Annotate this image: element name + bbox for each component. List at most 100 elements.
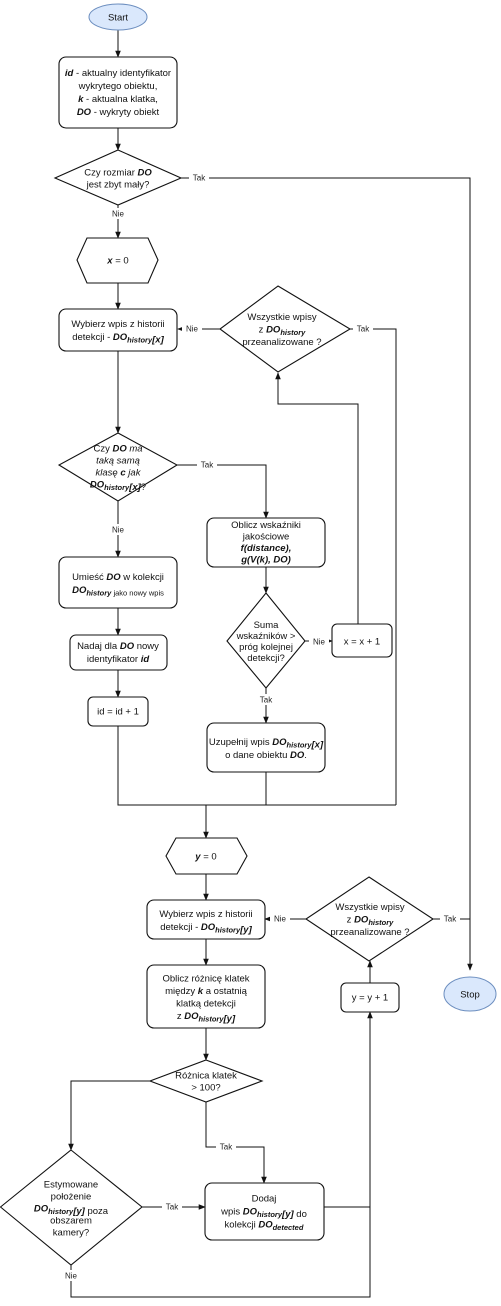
text-segment: DO — [266, 324, 281, 335]
text-line: g(V(k), DO) — [240, 555, 291, 566]
y-inc-text: y = y + 1 — [352, 992, 388, 1003]
text-segment: Wszystkie wpisy — [247, 312, 316, 323]
text-line: DOhistory[x]? — [90, 479, 146, 493]
outside-decision — [0, 1149, 143, 1266]
text-line: identyfikator id — [87, 654, 150, 665]
text-segment: - wykryty obiekt — [91, 107, 159, 118]
text-segment: DO — [243, 1206, 258, 1217]
label-all2-yes: Tak — [444, 915, 457, 924]
text-segment: Stop — [460, 989, 480, 1000]
text-segment: DO — [34, 1203, 49, 1214]
text-line: Wszystkie wpisy — [335, 902, 404, 913]
text-segment: Oblicz różnicę klatek — [162, 974, 249, 985]
text-line: Uzupełnij wpis DOhistory[x] — [209, 737, 324, 751]
assign-id-box — [69, 634, 168, 671]
text-line: z DOhistory — [347, 914, 394, 927]
text-line: DO - wykryty obiekt — [77, 107, 160, 118]
text-segment: wskaźników > — [236, 631, 296, 642]
label-size-yes: Tak — [193, 174, 206, 183]
text-line: o dane obiektu DO. — [225, 750, 307, 761]
stop-label: Stop — [460, 989, 480, 1000]
text-segment: kolekcji — [225, 1219, 259, 1230]
text-line: jest zbyt mały? — [86, 179, 150, 190]
text-segment: [y] — [281, 1209, 294, 1220]
text-segment: history — [127, 335, 153, 344]
text-line: przeanalizowane ? — [330, 927, 409, 938]
text-line: między k a ostatnią — [165, 986, 248, 997]
text-line: id = id + 1 — [97, 706, 139, 717]
text-segment: = 0 — [113, 255, 129, 266]
text-segment: - aktualny identyfikator — [73, 68, 171, 79]
text-segment: k — [78, 94, 84, 105]
text-segment: ma — [127, 443, 143, 454]
text-segment: - aktualna klatka, — [83, 94, 157, 105]
text-segment: [x] — [151, 334, 164, 345]
text-segment: DO — [290, 750, 305, 761]
y-inc-box — [340, 982, 400, 1013]
text-segment: Suma — [254, 620, 280, 631]
start-label: Start — [108, 12, 128, 23]
text-line: x = 0 — [106, 255, 128, 266]
text-segment: Start — [108, 12, 128, 23]
text-segment: > 100? — [191, 1082, 220, 1093]
text-segment: history — [368, 918, 394, 927]
edge-xinc-all1 — [275, 372, 359, 624]
text-segment: ? — [141, 482, 146, 493]
text-segment: w kolekcji — [121, 572, 164, 583]
text-segment: DO — [120, 641, 135, 652]
text-segment: położenie — [51, 1191, 92, 1202]
text-line: klatką detekcji — [176, 999, 236, 1010]
intro-text: id - aktualny identyfikator wykrytego obi… — [65, 68, 171, 118]
text-segment: Wybierz wpis z historii — [159, 909, 252, 920]
text-segment: z — [259, 324, 266, 335]
text-line: Start — [108, 12, 128, 23]
text-segment: DO — [72, 585, 87, 596]
text-segment: Wszystkie wpisy — [335, 902, 404, 913]
text-line: Stop — [460, 989, 480, 1000]
text-segment: history — [215, 925, 241, 934]
text-line: kolekcji DOdetected — [225, 1219, 304, 1232]
label-outside-yes: Tak — [166, 1203, 179, 1212]
text-segment: DO — [106, 572, 121, 583]
edge-adddetected-yinc — [324, 1011, 373, 1208]
text-line: > 100? — [191, 1082, 220, 1093]
id-inc-text: id = id + 1 — [97, 706, 139, 717]
edge-size-yes-stop — [181, 177, 473, 971]
text-segment: f(distance), — [241, 543, 292, 554]
text-segment: [y] — [72, 1206, 85, 1217]
text-segment: [y] — [223, 1014, 236, 1025]
text-segment: x — [106, 255, 113, 266]
text-segment: history — [257, 1210, 283, 1219]
text-segment: Umieść — [72, 572, 106, 583]
y-init-hexagon — [165, 837, 248, 875]
text-segment: = 0 — [201, 851, 217, 862]
text-segment: history — [86, 588, 112, 597]
text-line: id - aktualny identyfikator — [65, 68, 171, 79]
text-line: DOhistory jako nowy wpis — [72, 585, 164, 598]
label-size-no: Nie — [112, 210, 125, 219]
edge-diff-no-outside — [68, 1080, 150, 1151]
label-class-yes: Tak — [201, 461, 214, 470]
label-diff-yes: Tak — [220, 1143, 233, 1152]
text-segment: jakościowe — [242, 532, 289, 543]
text-segment: jak — [126, 467, 142, 478]
text-line: k - aktualna klatka, — [78, 94, 158, 105]
label-sum-yes: Tak — [260, 696, 273, 705]
x-init-hexagon — [76, 237, 159, 284]
x-inc-text: x = x + 1 — [344, 636, 380, 647]
text-line: Oblicz wskaźniki — [231, 520, 301, 531]
update-box — [206, 722, 326, 773]
text-line: wykrytego obiektu, — [78, 81, 158, 92]
x-init-text: x = 0 — [106, 255, 128, 266]
text-line: y = 0 — [194, 851, 216, 862]
text-segment: DO — [90, 479, 105, 490]
text-line: jakościowe — [242, 532, 289, 543]
text-segment: Oblicz wskaźniki — [231, 520, 301, 531]
text-segment: DO — [258, 1219, 273, 1230]
text-line: taką samą — [96, 455, 140, 466]
text-segment: id — [141, 654, 150, 665]
text-segment: DO — [77, 107, 92, 118]
